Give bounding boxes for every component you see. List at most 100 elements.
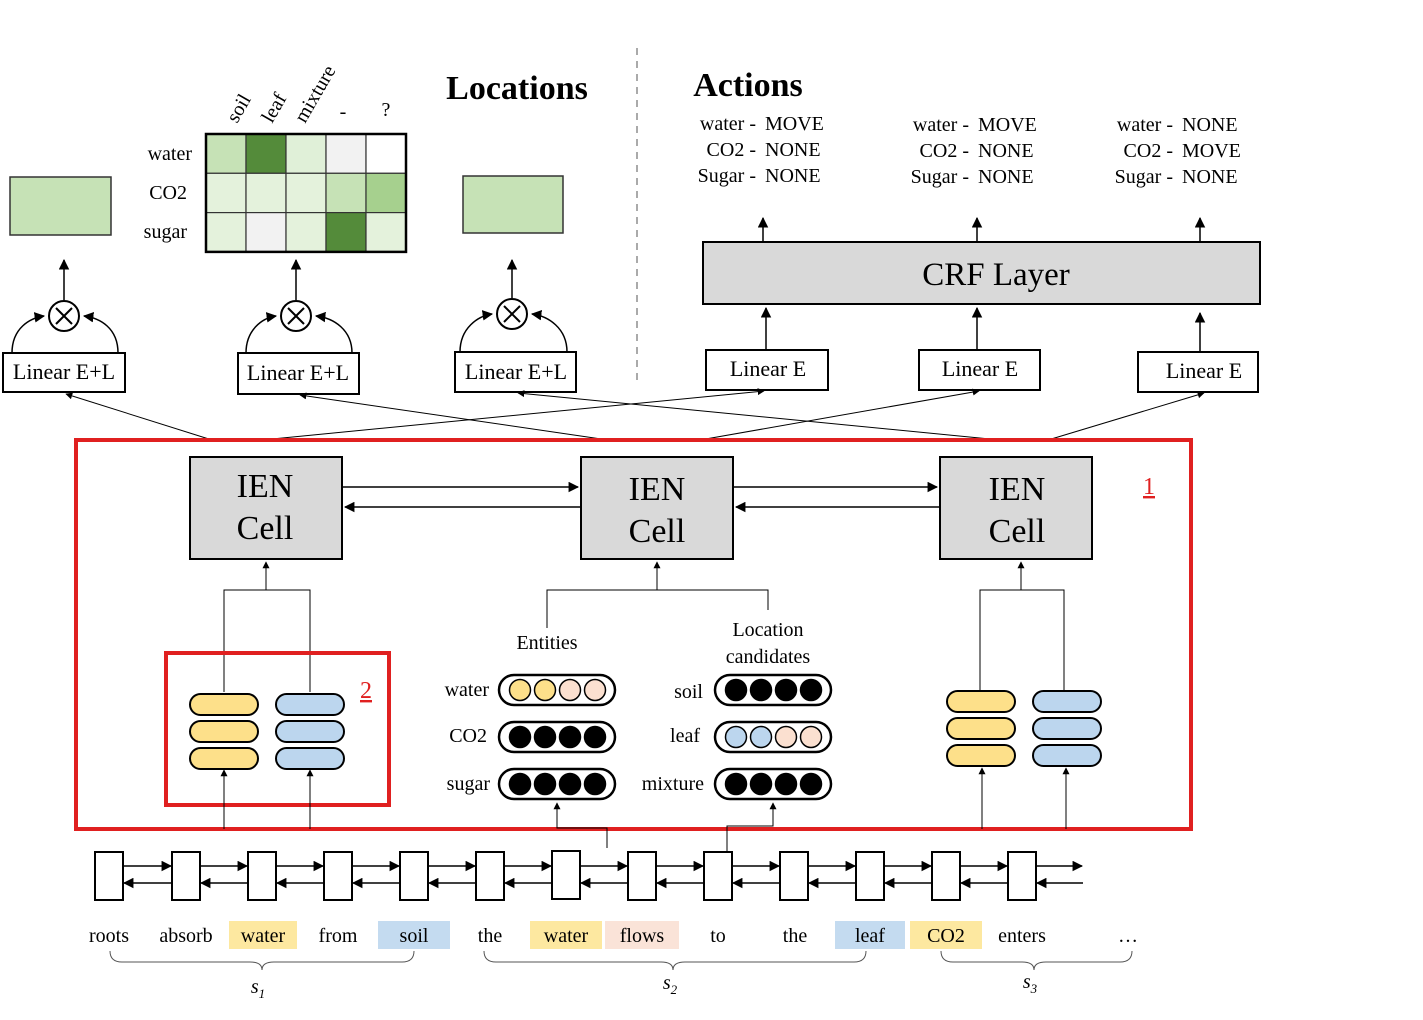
token-highlight [605, 921, 679, 949]
multiply-nodes [48, 298, 528, 332]
actions-title: Actions [693, 67, 803, 104]
token-encoder-box [1007, 851, 1037, 901]
token-highlight [910, 921, 982, 949]
svg-text:Linear E+L: Linear E+L [247, 360, 349, 385]
location-candidates-title: candidates [726, 646, 811, 668]
action-entity: water - [1117, 114, 1173, 136]
memory-slot [799, 678, 823, 702]
memory-slot [533, 725, 557, 749]
token-encoder-box [551, 850, 581, 900]
action-label: NONE [978, 166, 1034, 188]
token-encoder-box [779, 851, 809, 901]
memory-slot [508, 725, 532, 749]
action-label: NONE [765, 139, 821, 161]
ien-region [74, 438, 1193, 831]
memory-slot [533, 772, 557, 796]
crf-layer: CRF Layer [702, 241, 1261, 305]
token: to [710, 925, 726, 947]
location-row-label: soil [674, 681, 703, 703]
crf-output-arrows [757, 216, 1206, 352]
token-highlight [530, 921, 602, 949]
token-text: … [1118, 925, 1138, 947]
token: leaf [835, 921, 905, 949]
svg-text:IEN: IEN [237, 468, 294, 505]
linear-e-2: Linear E [918, 349, 1041, 391]
token-encoder-box [703, 851, 733, 901]
linear-el-left: Linear E+L [2, 352, 126, 393]
linear-el-right: Linear E+L [454, 351, 577, 393]
token: water [530, 921, 602, 949]
token-text: from [319, 925, 358, 947]
memory-row [713, 673, 833, 707]
grid-cell [285, 212, 327, 253]
entities-title: Entities [516, 632, 577, 654]
ien-to-linear-lines [65, 388, 1205, 441]
token-text: soil [400, 925, 429, 947]
svg-text:Linear E+L: Linear E+L [465, 359, 567, 384]
svg-text:Linear E: Linear E [730, 356, 806, 381]
span-label-s2: s2 [663, 972, 678, 997]
memory-row [713, 767, 833, 801]
token-encoder-box [475, 851, 505, 901]
memory-slot [508, 678, 532, 702]
multiply-icon [280, 300, 312, 332]
grid-row-label: CO2 [149, 182, 187, 204]
ien-region-label: 1 [1143, 474, 1155, 500]
svg-text:IEN: IEN [629, 471, 686, 508]
memory-slots [497, 673, 833, 801]
token-text: water [544, 925, 589, 947]
grid-cell [245, 133, 287, 174]
embedding-pill [946, 744, 1016, 767]
token-encoder-box [855, 851, 885, 901]
token-encoder-box [399, 851, 429, 901]
action-entity: Sugar - [911, 166, 969, 188]
token: the [783, 925, 808, 947]
grid-cell [325, 133, 367, 174]
token: from [319, 925, 358, 947]
action-label: MOVE [1182, 140, 1241, 162]
grid-cell [205, 133, 247, 174]
embedding-pill [1032, 744, 1102, 767]
grid-cell [325, 172, 367, 214]
token-text: CO2 [927, 925, 965, 947]
embedding-pill [189, 720, 259, 743]
grid-cell [285, 133, 327, 174]
svg-text:Linear E: Linear E [942, 356, 1018, 381]
embedding-region-label: 2 [360, 678, 372, 704]
grid-col-label: leaf [257, 89, 291, 126]
ien-cell-2: IEN Cell [580, 456, 734, 560]
token-encoder-box [94, 851, 124, 901]
entity-row-label: CO2 [449, 725, 487, 747]
location-candidates-title: Location [732, 619, 803, 641]
token: soil [378, 921, 450, 949]
memory-slot [583, 678, 607, 702]
grid-cell [205, 212, 247, 253]
linear-e-1: Linear E [705, 349, 829, 391]
action-label: NONE [1182, 114, 1238, 136]
embedding-stacks [189, 690, 1102, 770]
grid-col-label: - [340, 101, 347, 123]
location-flow-arrows [11, 258, 568, 354]
embedding-pill [275, 693, 345, 716]
token: flows [605, 921, 679, 949]
multiply-icon [496, 298, 528, 330]
action-entity: CO2 - [920, 140, 969, 162]
memory-row [497, 673, 617, 707]
location-row-label: mixture [642, 773, 704, 795]
linear-e-3: Linear E [1137, 351, 1259, 393]
action-label: NONE [978, 140, 1034, 162]
token: … [1118, 925, 1138, 947]
memory-row [713, 720, 833, 754]
location-output-left [9, 176, 112, 236]
token-encoder [94, 850, 1084, 901]
embedding-pill [946, 690, 1016, 713]
token-text: roots [89, 925, 129, 947]
svg-text:CRF Layer: CRF Layer [922, 257, 1070, 293]
ien-cell-1: IEN Cell [189, 456, 343, 560]
token-highlight [378, 921, 450, 949]
grid-cell [365, 133, 407, 174]
entity-row-label: sugar [447, 773, 491, 795]
grid-cell [365, 212, 407, 253]
ien-input-lines [223, 561, 1065, 692]
